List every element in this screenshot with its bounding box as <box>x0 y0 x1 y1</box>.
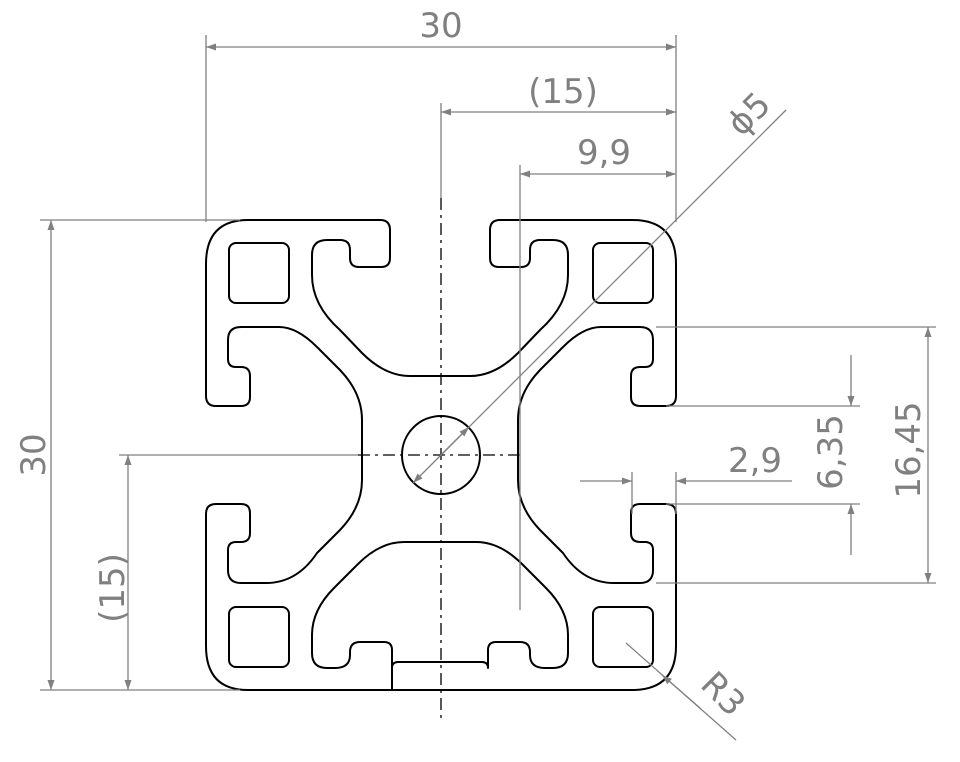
label-6-35: 6,35 <box>811 414 851 490</box>
leader-diameter-5 <box>412 109 787 484</box>
leader-diameter-5-arrow <box>440 426 470 456</box>
profile-outline <box>205 219 677 691</box>
label-width-30: 30 <box>419 6 462 46</box>
label-9-9: 9,9 <box>577 133 631 173</box>
label-diameter-5: ϕ5 <box>720 85 779 144</box>
label-half-height-15: (15) <box>93 553 133 623</box>
label-2-9: 2,9 <box>728 441 782 481</box>
label-height-30: 30 <box>14 433 54 476</box>
cavity-top-right <box>592 242 654 304</box>
label-16-45: 16,45 <box>889 401 929 498</box>
leader-radius-r3-arrow <box>661 674 701 709</box>
label-half-width-15: (15) <box>528 72 598 112</box>
label-radius-r3: R3 <box>693 664 753 724</box>
cavity-top-left <box>228 242 290 304</box>
cavity-bottom-left <box>228 606 290 668</box>
cavity-bottom-right <box>592 606 654 668</box>
